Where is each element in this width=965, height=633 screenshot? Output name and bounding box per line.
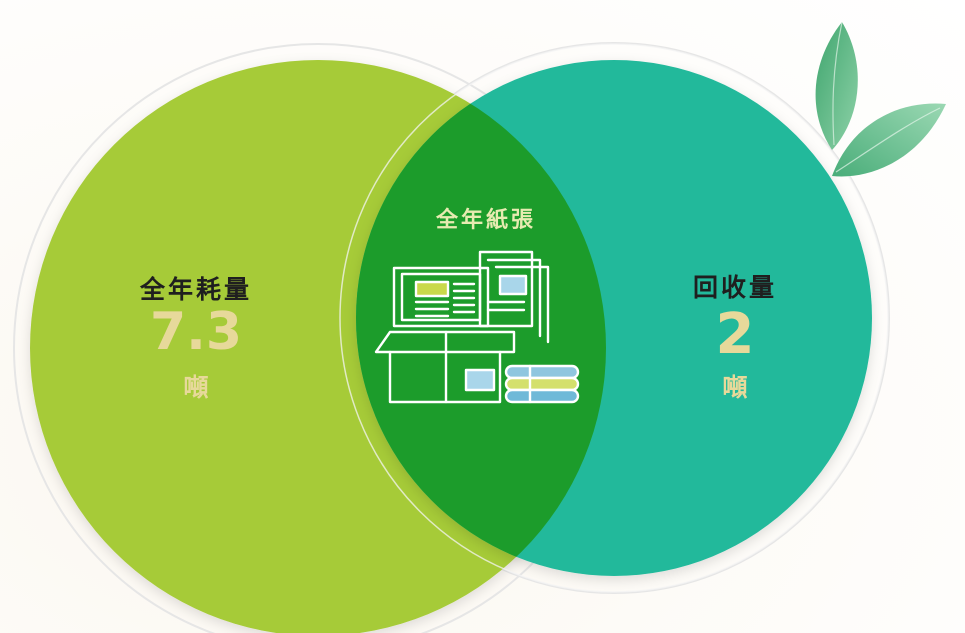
center-title: 全年紙張 <box>435 208 536 233</box>
right-title: 回收量 <box>692 273 777 302</box>
right-value: 2 <box>715 302 755 367</box>
left-value: 7.3 <box>149 302 243 362</box>
right-unit: 噸 <box>722 373 748 402</box>
left-unit: 噸 <box>183 373 209 402</box>
left-title: 全年耗量 <box>139 275 252 304</box>
overlap-region <box>356 60 606 576</box>
paper-stack-icon <box>374 250 580 404</box>
leaf-icon <box>815 21 946 177</box>
overlap-ring <box>339 43 889 593</box>
